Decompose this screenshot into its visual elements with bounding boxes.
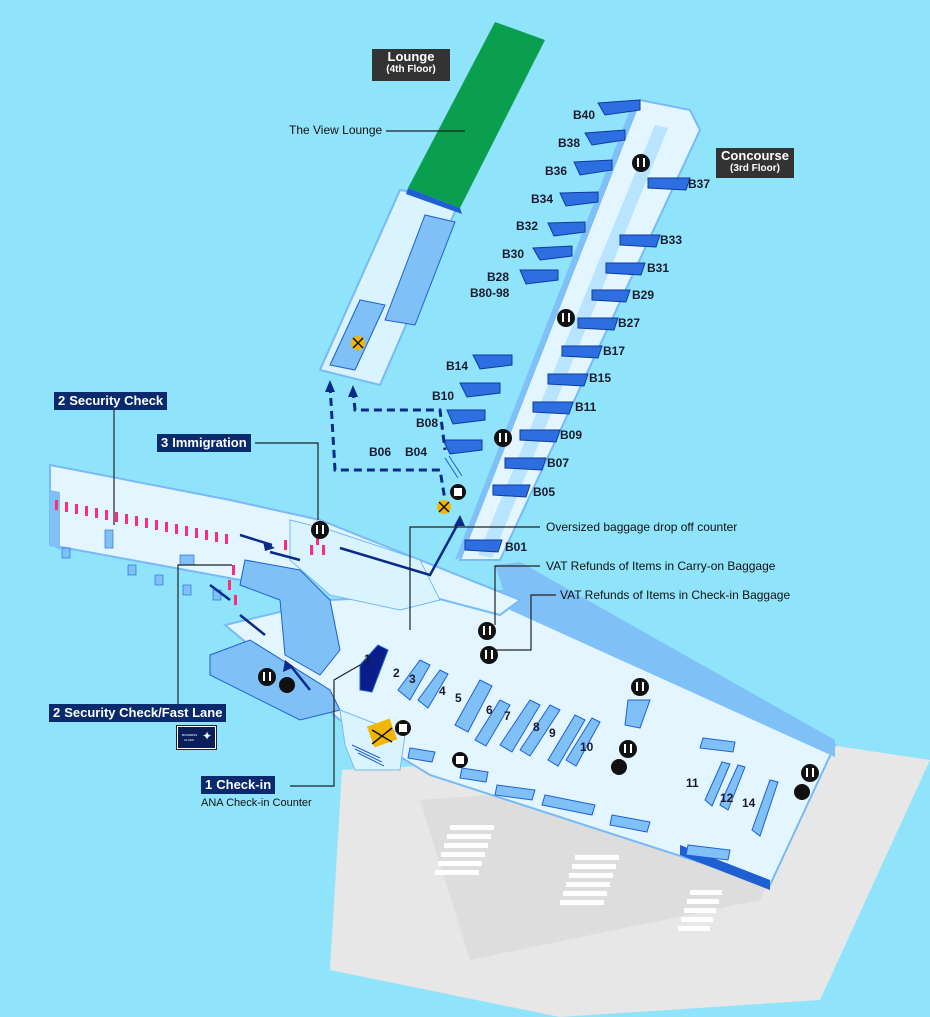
gate-label: B31	[647, 261, 670, 275]
counter-number: 9	[549, 726, 556, 740]
gate-label: B14	[446, 359, 469, 373]
checkin-step-text: Check-in	[216, 777, 272, 792]
security-step-text: Security Check	[69, 393, 164, 408]
pier-walkway	[478, 125, 668, 558]
business-class-badge: BUSINESS CLASS ✦	[176, 725, 217, 750]
gate-label: B05	[533, 485, 556, 499]
checkin-step-number: 1	[205, 777, 213, 792]
view-lounge-label: The View Lounge	[289, 123, 383, 137]
concourse-floor: (3rd Floor)	[730, 163, 780, 174]
concourse-label: Concourse (3rd Floor)	[716, 148, 794, 178]
smoking-area-icons	[351, 336, 451, 748]
counter-number: 3	[409, 672, 416, 686]
lounge-floor: (4th Floor)	[386, 64, 436, 75]
ana-checkin-counter-label: ANA Check-in Counter	[201, 797, 312, 809]
phone-icons	[395, 484, 468, 768]
fast-lane-step-number: 2	[53, 705, 61, 720]
vat-carryon-label: VAT Refunds of Items in Carry-on Baggage	[546, 559, 776, 573]
route-arrowheads	[263, 380, 465, 672]
gate-bridges-left	[442, 99, 641, 455]
callout-lines	[113, 130, 556, 787]
security-queue-posts	[55, 500, 325, 605]
crosswalks	[435, 825, 722, 931]
gate-label: B34	[531, 192, 554, 206]
security-step-number: 2	[58, 393, 66, 408]
counter-number: 10	[580, 740, 594, 754]
badge-line2: CLASS	[184, 738, 194, 742]
gate-label: B32	[516, 219, 539, 233]
view-lounge-edge	[406, 188, 462, 214]
gate-label: B30	[502, 247, 525, 261]
lounge-block-a	[384, 214, 456, 326]
restroom-glyphs	[263, 158, 814, 777]
lounge-route	[328, 384, 447, 501]
gate-label: B29	[632, 288, 655, 302]
gate-label: B01	[505, 540, 528, 554]
restroom-icons	[258, 154, 819, 782]
fast-lane-step-text: Security Check/Fast Lane	[64, 705, 223, 720]
star-alliance-icon: ✦	[202, 729, 213, 743]
gate-label: B27	[618, 316, 641, 330]
gate-label: B10	[432, 389, 455, 403]
counter-number: 2	[393, 666, 400, 680]
concourse-title: Concourse	[721, 148, 789, 163]
oversized-baggage-label: Oversized baggage drop off counter	[546, 520, 738, 534]
nursery-icons	[279, 677, 810, 800]
lounge-block-b	[329, 299, 386, 371]
checkin-counters	[359, 644, 779, 861]
passenger-route	[209, 519, 462, 691]
immigration-area	[289, 519, 441, 611]
counter-number: 6	[486, 703, 493, 717]
gate-label: B15	[589, 371, 612, 385]
lounge-title: Lounge	[387, 49, 435, 64]
gate-label: B37	[688, 177, 711, 191]
gate-label: B17	[603, 344, 626, 358]
lounge-label: Lounge (4th Floor)	[372, 49, 450, 81]
corridor-wall	[50, 490, 60, 550]
counter-number: 14	[742, 796, 756, 810]
counter-number: 1	[364, 652, 371, 666]
hall-back-wall	[495, 562, 835, 757]
gate-label: B09	[560, 428, 583, 442]
gate-label: B38	[558, 136, 581, 150]
escalator-marks	[351, 455, 463, 767]
corridor-blocks	[61, 529, 222, 601]
gate-label: B33	[660, 233, 683, 247]
badge-line1: BUSINESS	[182, 733, 198, 737]
gate-bridges-right	[464, 177, 691, 553]
counter-number: 11	[686, 776, 699, 790]
immigration-step-number: 3	[161, 435, 169, 450]
gate-label: B08	[416, 416, 439, 430]
gate-label: B36	[545, 164, 568, 178]
counter-number: 7	[504, 709, 511, 723]
gate-label: B40	[573, 108, 596, 122]
view-lounge-roof	[408, 22, 545, 208]
counter-number: 8	[533, 720, 540, 734]
counter-number: 12	[720, 791, 734, 805]
gate-label: B80-98	[470, 286, 510, 300]
counter-number: 4	[439, 684, 446, 698]
gate-label: B11	[575, 400, 597, 414]
central-block	[239, 559, 341, 676]
gate-label: B07	[547, 456, 570, 470]
gate-label: B04	[405, 445, 428, 459]
immigration-step-text: Immigration	[172, 435, 247, 450]
counter-number: 5	[455, 691, 462, 705]
gate-label: B06	[369, 445, 392, 459]
gate-label: B28	[487, 270, 510, 284]
vat-checkin-label: VAT Refunds of Items in Check-in Baggage	[560, 588, 791, 602]
